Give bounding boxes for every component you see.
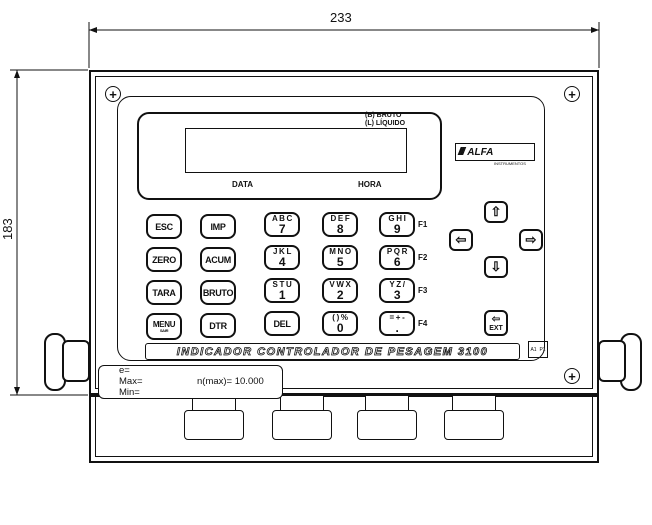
spec-e: e=: [119, 365, 130, 376]
key-5-digit: 5: [336, 254, 344, 269]
badge-right: P1: [539, 346, 546, 353]
f1-label: F1: [418, 220, 428, 229]
display-frame: [137, 112, 442, 200]
bottom-inner-line: [95, 395, 593, 457]
key-6-button[interactable]: P Q R 6: [379, 245, 415, 270]
key-5-letters: M N O: [329, 246, 351, 256]
key-8-digit: 8: [336, 221, 344, 236]
cable-gland-1-body: [184, 410, 244, 440]
arrow-right-button[interactable]: ⇨: [519, 229, 543, 251]
lcd-display: [185, 128, 407, 173]
key-6-digit: 6: [393, 254, 401, 269]
key-dot-glyph: .: [395, 320, 399, 335]
cable-gland-4-body: [444, 410, 504, 440]
key-5-button[interactable]: M N O 5: [322, 245, 358, 270]
arrow-down-icon: ⇩: [490, 259, 502, 274]
arrow-left-button[interactable]: ⇦: [449, 229, 473, 251]
del-button[interactable]: DEL: [264, 311, 300, 336]
ext-label: EXT: [489, 324, 503, 332]
bottom-compartment: [89, 395, 599, 463]
arrow-right-icon: ⇨: [525, 232, 537, 247]
model-banner: INDICADOR CONTROLADOR DE PESAGEM 3100: [145, 343, 520, 360]
front-panel: [117, 96, 545, 361]
logo-subtitle: INSTRUMENTOS: [494, 161, 526, 166]
key-9-digit: 9: [393, 221, 401, 236]
key-6-letters: P Q R: [386, 246, 408, 256]
key-3-letters: Y Z /: [389, 279, 405, 289]
key-1-letters: S T U: [272, 279, 292, 289]
spec-max: Max=: [119, 376, 143, 387]
spec-nmax: n(max)= 10.000: [197, 376, 264, 387]
liquido-label: (L) LÍQUIDO: [365, 120, 406, 127]
dtr-button[interactable]: DTR: [200, 313, 236, 338]
key-4-letters: J K L: [272, 246, 292, 256]
cable-gland-3-body: [357, 410, 417, 440]
key-dot-symbols: = + -: [389, 312, 405, 322]
arrow-left-icon: ⇦: [455, 232, 467, 247]
hora-label: HORA: [358, 180, 382, 189]
menu-label: MENU: [152, 319, 176, 329]
key-9-button[interactable]: G H I 9: [379, 212, 415, 237]
key-0-button[interactable]: ( ) % 0: [322, 311, 358, 336]
key-2-letters: V W X: [329, 279, 351, 289]
key-8-letters: D E F: [330, 213, 350, 223]
arrow-down-button[interactable]: ⇩: [484, 256, 508, 278]
screw-top-right-icon: +: [564, 86, 580, 102]
height-dimension-label: 183: [0, 218, 15, 240]
key-9-letters: G H I: [388, 213, 406, 223]
spec-min: Min=: [119, 387, 140, 398]
esc-button[interactable]: ESC: [146, 214, 182, 239]
cable-gland-2-body: [272, 410, 332, 440]
bruto-button[interactable]: BRUTO: [200, 280, 236, 305]
right-handle-inner: [598, 340, 626, 382]
status-badge: A1 P1: [528, 341, 548, 358]
key-8-button[interactable]: D E F 8: [322, 212, 358, 237]
left-handle-inner: [62, 340, 90, 382]
key-2-button[interactable]: V W X 2: [322, 278, 358, 303]
key-4-button[interactable]: J K L 4: [264, 245, 300, 270]
zero-button[interactable]: ZERO: [146, 247, 182, 272]
menu-button[interactable]: MENU SAIR: [146, 313, 182, 340]
key-1-digit: 1: [278, 287, 286, 302]
screw-top-left-icon: +: [105, 86, 121, 102]
key-7-digit: 7: [278, 221, 286, 236]
key-0-digit: 0: [336, 320, 344, 335]
arrow-up-button[interactable]: ⇧: [484, 201, 508, 223]
casing-inner-line: [95, 76, 593, 389]
key-3-button[interactable]: Y Z / 3: [379, 278, 415, 303]
bruto-label: (B) BRUTO: [365, 112, 402, 119]
data-label: DATA: [232, 180, 254, 189]
key-3-digit: 3: [393, 287, 401, 302]
acum-button[interactable]: ACUM: [200, 247, 236, 272]
key-dot-button[interactable]: = + - .: [379, 311, 415, 336]
alfa-logo: ///// ALFA: [455, 143, 535, 161]
width-dimension-label: 233: [330, 10, 352, 25]
arrow-up-icon: ⇧: [490, 204, 502, 219]
tara-button[interactable]: TARA: [146, 280, 182, 305]
key-7-button[interactable]: A B C 7: [264, 212, 300, 237]
key-1-button[interactable]: S T U 1: [264, 278, 300, 303]
key-7-letters: A B C: [272, 213, 292, 223]
ext-button[interactable]: ⇦ EXT: [484, 310, 508, 336]
spec-label: e= Max= n(max)= 10.000 Min=: [98, 365, 283, 399]
screw-bottom-right-icon: +: [564, 368, 580, 384]
f2-label: F2: [418, 253, 428, 262]
menu-sublabel: SAIR: [159, 327, 169, 333]
key-4-digit: 4: [278, 254, 286, 269]
imp-button[interactable]: IMP: [200, 214, 236, 239]
f4-label: F4: [418, 319, 428, 328]
ext-arrow-icon: ⇦: [491, 313, 501, 325]
f3-label: F3: [418, 286, 428, 295]
logo-name: ALFA: [467, 146, 494, 158]
key-0-symbols: ( ) %: [332, 312, 348, 322]
badge-left: A1: [530, 346, 537, 353]
logo-mark-icon: /////: [458, 146, 465, 158]
key-2-digit: 2: [336, 287, 344, 302]
